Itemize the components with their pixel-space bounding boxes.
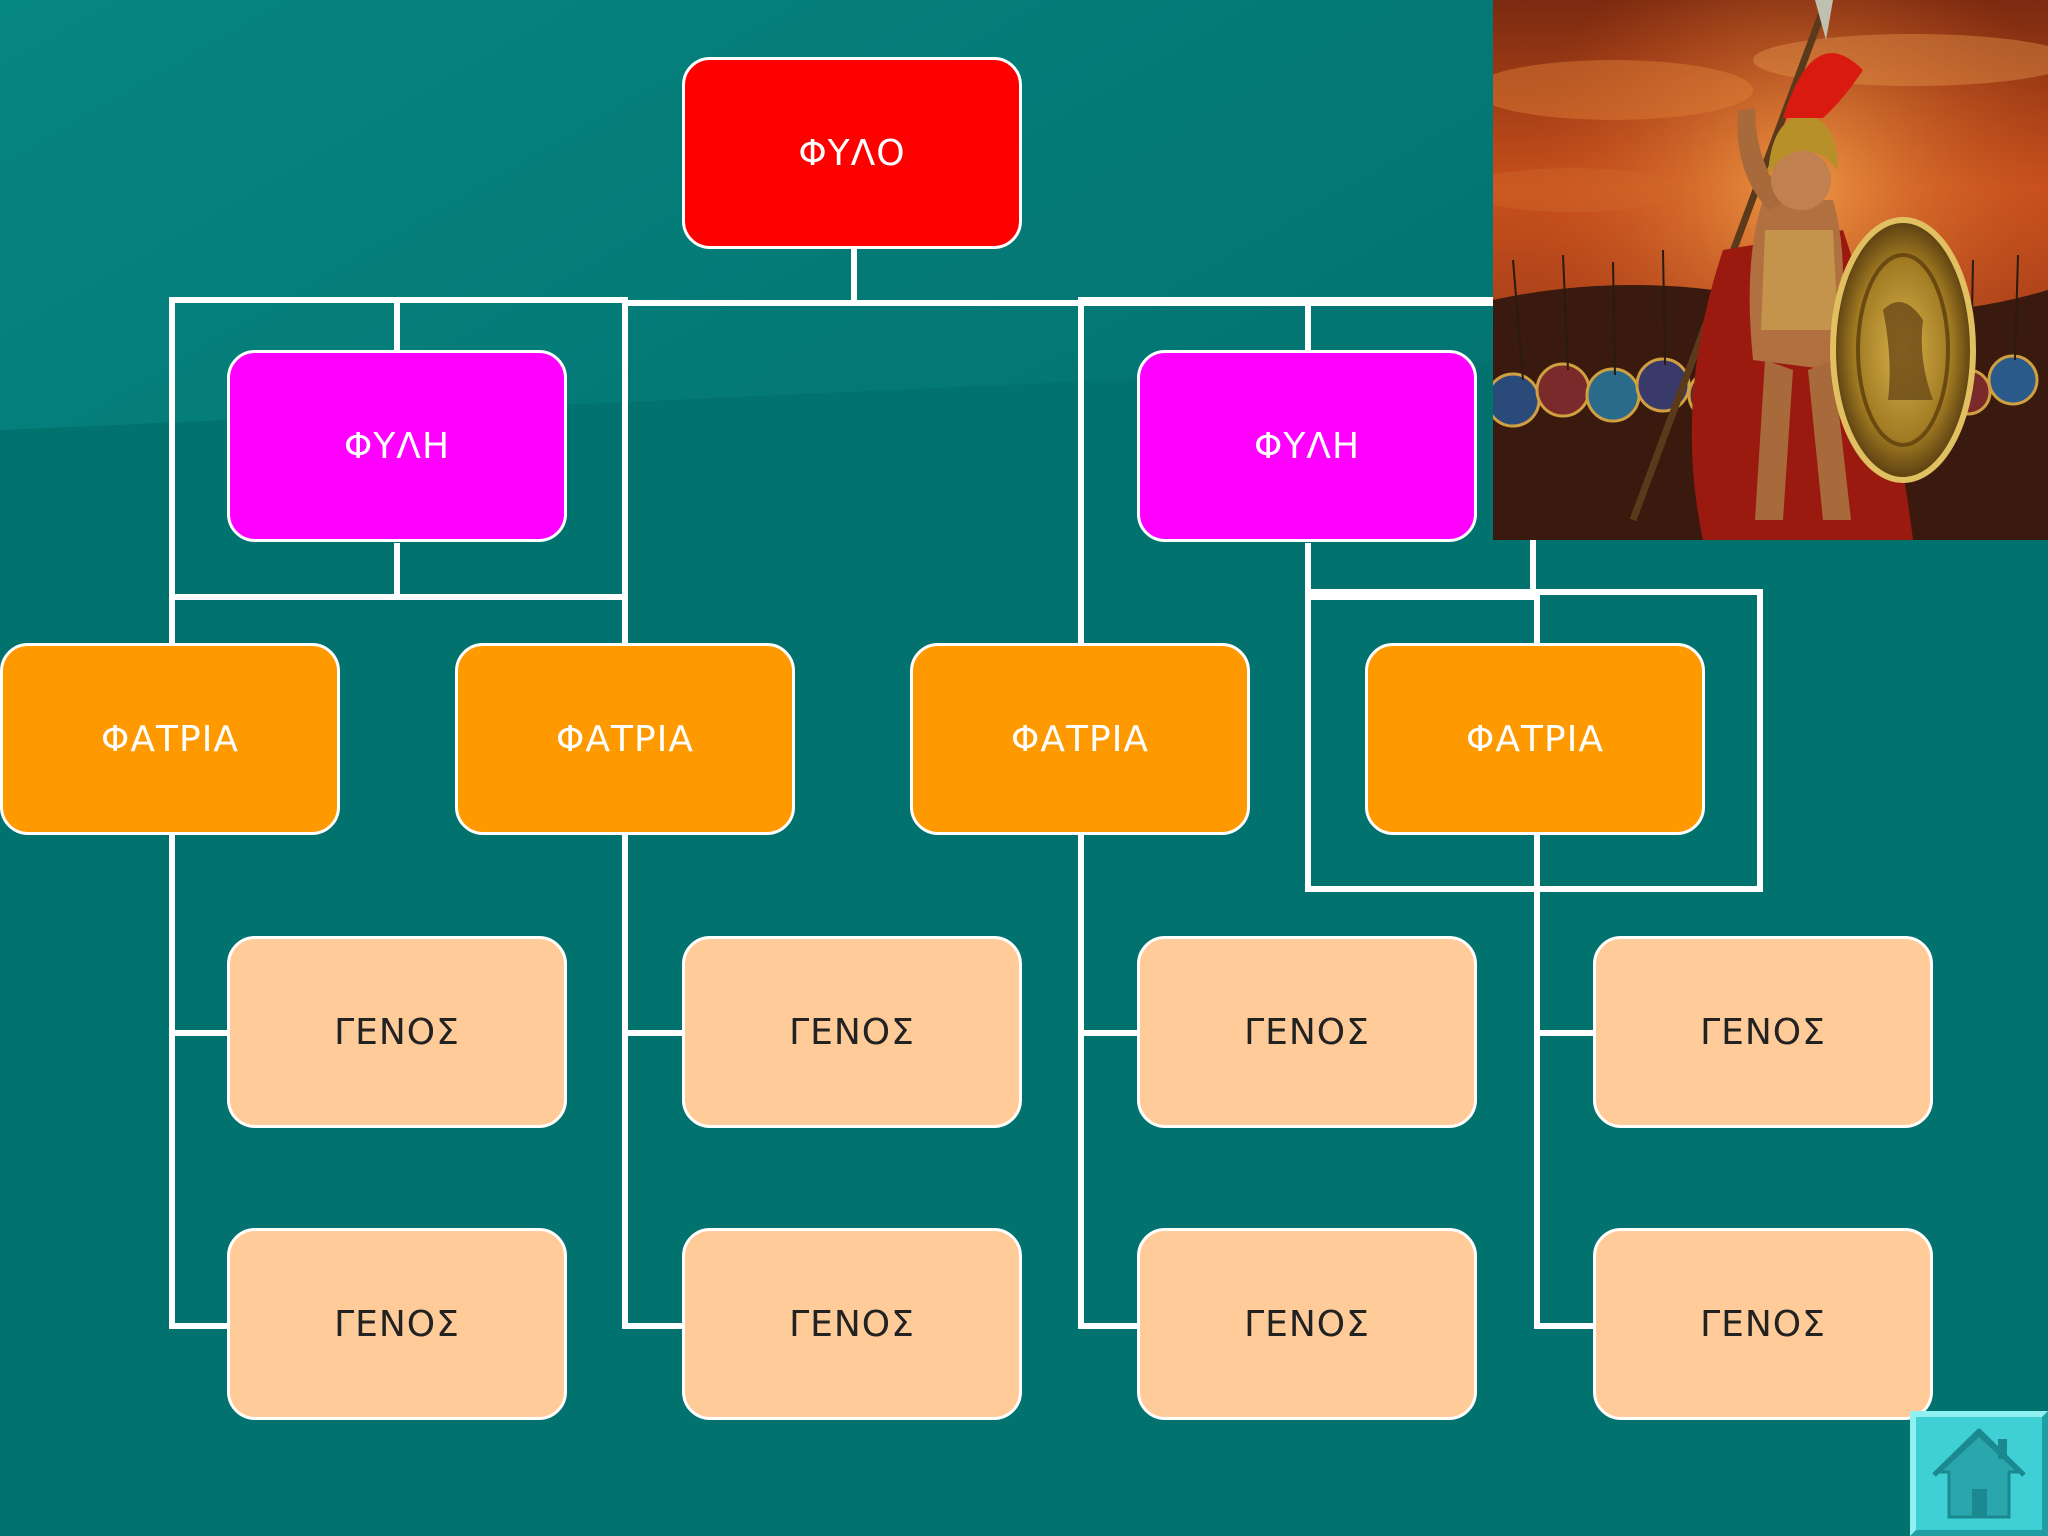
genos-node: ΓΕΝΟΣ	[1593, 936, 1933, 1128]
house-icon	[1932, 1428, 2026, 1519]
node-label: ΓΕΝΟΣ	[334, 1011, 460, 1053]
phratry-node: ΦΑΤΡΙΑ	[910, 643, 1250, 835]
node-label: ΓΕΝΟΣ	[789, 1303, 915, 1345]
connector	[1534, 835, 1596, 1329]
genos-node: ΓΕΝΟΣ	[682, 1228, 1022, 1420]
node-label: ΓΕΝΟΣ	[789, 1011, 915, 1053]
warrior-illustration	[1493, 0, 2048, 540]
node-label: ΦΑΤΡΙΑ	[1466, 718, 1604, 760]
node-label: ΦΥΛΟ	[798, 132, 906, 174]
phyle-node: ΦΥΛΗ	[1137, 350, 1477, 542]
connector	[1305, 589, 1763, 892]
genos-node: ΓΕΝΟΣ	[227, 1228, 567, 1420]
genos-node: ΓΕΝΟΣ	[1593, 1228, 1933, 1420]
node-label: ΓΕΝΟΣ	[1244, 1303, 1370, 1345]
home-button[interactable]	[1910, 1411, 2048, 1536]
genos-node: ΓΕΝΟΣ	[1137, 1228, 1477, 1420]
node-label: ΓΕΝΟΣ	[1700, 1011, 1826, 1053]
phratry-node: ΦΑΤΡΙΑ	[1365, 643, 1705, 835]
node-label: ΓΕΝΟΣ	[1244, 1011, 1370, 1053]
node-label: ΦΑΤΡΙΑ	[556, 718, 694, 760]
phratry-node: ΦΑΤΡΙΑ	[0, 643, 340, 835]
connector	[1078, 835, 1140, 1329]
node-label: ΓΕΝΟΣ	[1700, 1303, 1826, 1345]
phyle-node: ΦΥΛΗ	[227, 350, 567, 542]
genos-node: ΓΕΝΟΣ	[682, 936, 1022, 1128]
node-label: ΓΕΝΟΣ	[334, 1303, 460, 1345]
connector	[169, 835, 230, 1329]
genos-node: ΓΕΝΟΣ	[1137, 936, 1477, 1128]
node-label: ΦΥΛΗ	[1253, 425, 1361, 467]
warrior-painting	[1493, 0, 2048, 540]
genos-node: ΓΕΝΟΣ	[227, 936, 567, 1128]
phratry-node: ΦΑΤΡΙΑ	[455, 643, 795, 835]
root-node: ΦΥΛΟ	[682, 57, 1022, 249]
node-label: ΦΑΤΡΙΑ	[1011, 718, 1149, 760]
node-label: ΦΑΤΡΙΑ	[101, 718, 239, 760]
node-label: ΦΥΛΗ	[343, 425, 451, 467]
connector	[622, 835, 685, 1329]
